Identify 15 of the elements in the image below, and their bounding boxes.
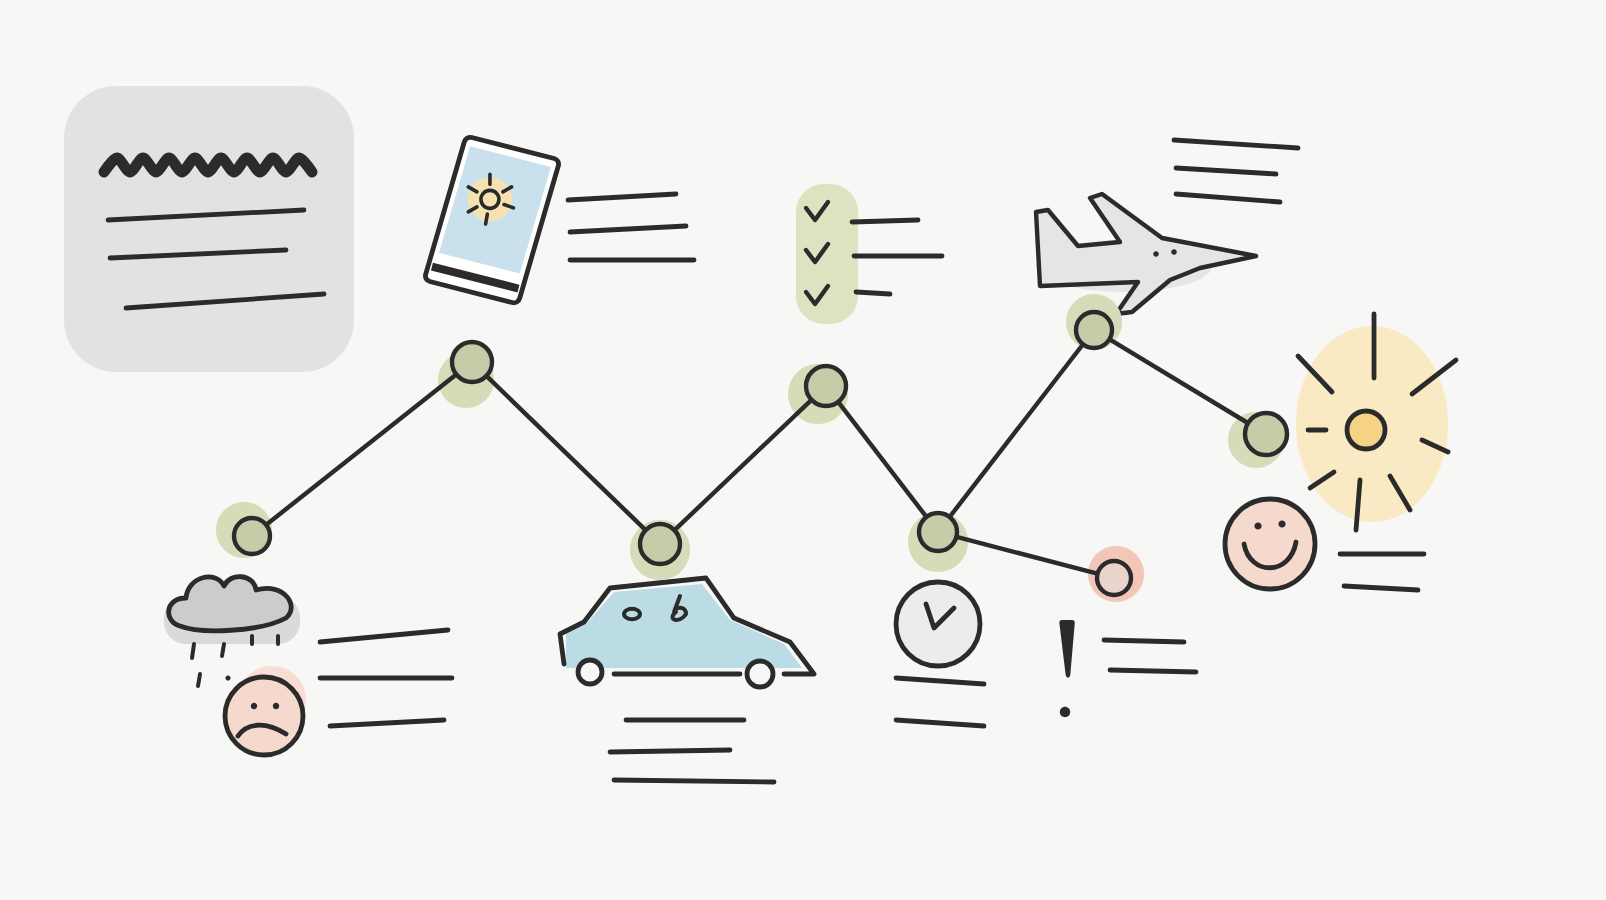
connector-line bbox=[485, 375, 647, 531]
connector-line bbox=[1109, 338, 1249, 425]
waypoint-dot bbox=[630, 520, 690, 580]
waypoint-dot bbox=[908, 510, 968, 572]
connector-line bbox=[265, 373, 457, 526]
connector-line bbox=[673, 399, 813, 531]
waypoint-dot bbox=[216, 502, 273, 558]
waypoint-dot bbox=[1088, 546, 1144, 602]
waypoint-dot bbox=[1066, 294, 1122, 351]
connector-line bbox=[837, 401, 928, 518]
connector-line bbox=[956, 535, 1098, 576]
waypoint-dot bbox=[788, 363, 849, 424]
waypoint-dot bbox=[1228, 410, 1290, 468]
connector-line bbox=[948, 343, 1084, 518]
waypoint-dot bbox=[438, 339, 495, 408]
